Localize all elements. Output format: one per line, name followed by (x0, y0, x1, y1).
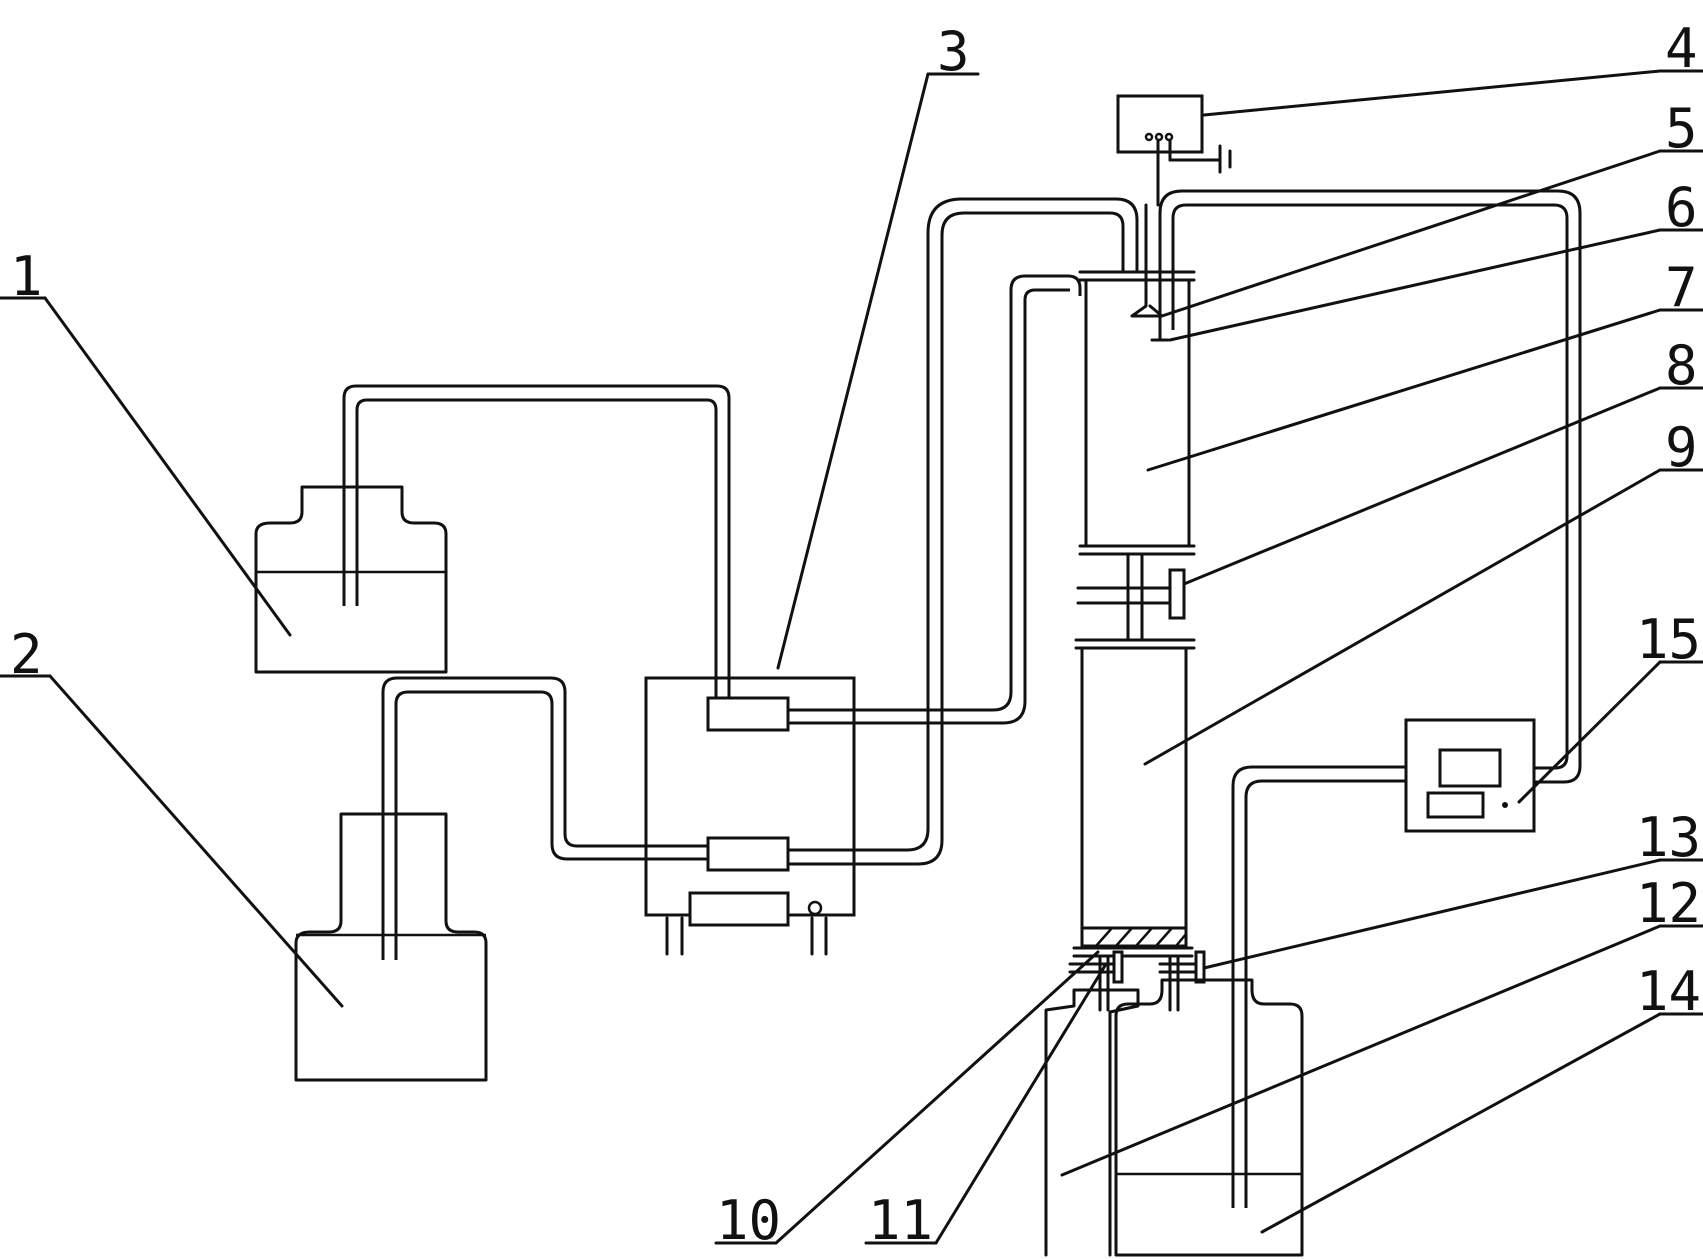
reaction-column (1068, 203, 1206, 1012)
label-6: 6 (1665, 176, 1698, 239)
flow-meter (1404, 718, 1536, 833)
reservoir-bottle-1 (254, 485, 448, 674)
tubing (342, 189, 1582, 1208)
label-5: 5 (1665, 97, 1698, 160)
label-15: 15 (1636, 608, 1701, 671)
peristaltic-pump (644, 676, 856, 956)
label-12: 12 (1636, 872, 1701, 935)
label-3: 3 (937, 20, 970, 83)
label-13: 13 (1636, 806, 1701, 869)
label-8: 8 (1665, 334, 1698, 397)
leader-lines (0, 69, 1703, 1245)
part-labels: 1 2 3 4 5 6 7 8 9 15 13 12 14 10 11 (10, 17, 1701, 1252)
label-9: 9 (1665, 416, 1698, 479)
collection-bottle-14 (1114, 978, 1304, 1257)
reservoir-bottle-2 (294, 812, 488, 1082)
label-11: 11 (868, 1189, 933, 1252)
label-1: 1 (10, 245, 43, 308)
electrode-controller (1116, 94, 1232, 207)
label-4: 4 (1665, 17, 1698, 80)
label-10: 10 (716, 1189, 781, 1252)
label-14: 14 (1636, 960, 1701, 1023)
collection-bottle-12 (1044, 988, 1140, 1257)
label-2: 2 (10, 623, 43, 686)
label-7: 7 (1665, 256, 1698, 319)
